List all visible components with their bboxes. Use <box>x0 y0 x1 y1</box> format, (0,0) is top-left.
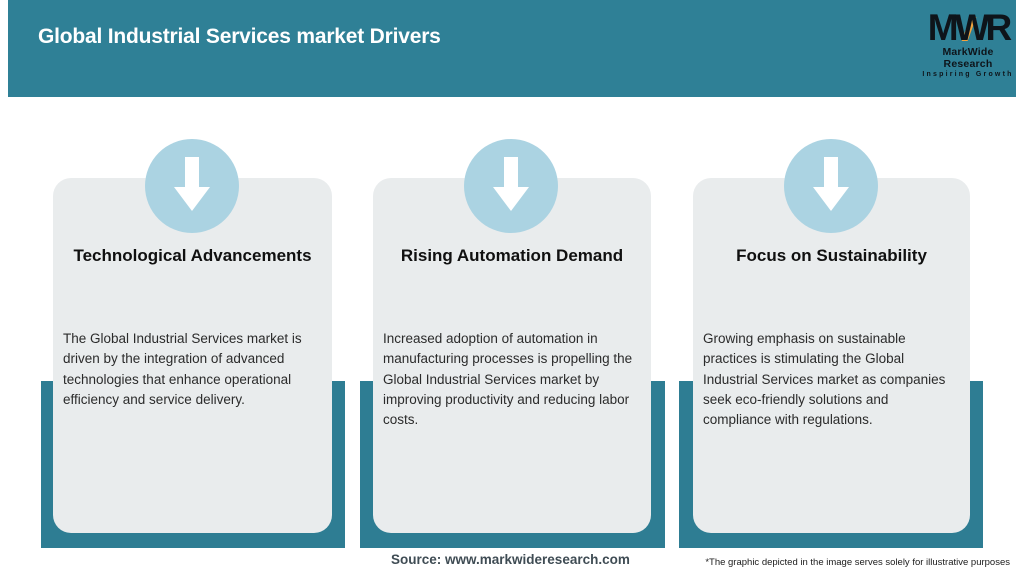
driver-card-technological-advancements: Technological Advancements The Global In… <box>53 178 332 533</box>
down-arrow-icon <box>464 139 558 233</box>
markwide-research-logo: MWR MarkWide Research Inspiring Growth <box>920 7 1016 79</box>
down-arrow-icon <box>784 139 878 233</box>
driver-card-rising-automation-demand: Rising Automation Demand Increased adopt… <box>373 178 651 533</box>
source-attribution: Source: www.markwideresearch.com <box>391 552 630 567</box>
logo-tagline: Inspiring Growth <box>922 71 1014 79</box>
logo-company-name: MarkWide Research <box>942 46 994 71</box>
logo-acronym: MWR <box>927 7 1012 48</box>
driver-card-focus-on-sustainability: Focus on Sustainability Growing emphasis… <box>693 178 970 533</box>
page-title: Global Industrial Services market Driver… <box>38 25 441 48</box>
card-description: Growing emphasis on sustainable practice… <box>703 331 946 427</box>
card-title: Focus on Sustainability <box>736 246 927 265</box>
card-description: Increased adoption of automation in manu… <box>383 331 633 427</box>
card-title: Rising Automation Demand <box>400 246 624 265</box>
header-bar: Global Industrial Services market Driver… <box>8 0 1016 97</box>
card-title: Technological Advancements <box>73 246 312 265</box>
card-description: The Global Industrial Services market is… <box>63 331 302 407</box>
disclaimer-note: *The graphic depicted in the image serve… <box>705 557 1010 568</box>
down-arrow-icon <box>145 139 239 233</box>
